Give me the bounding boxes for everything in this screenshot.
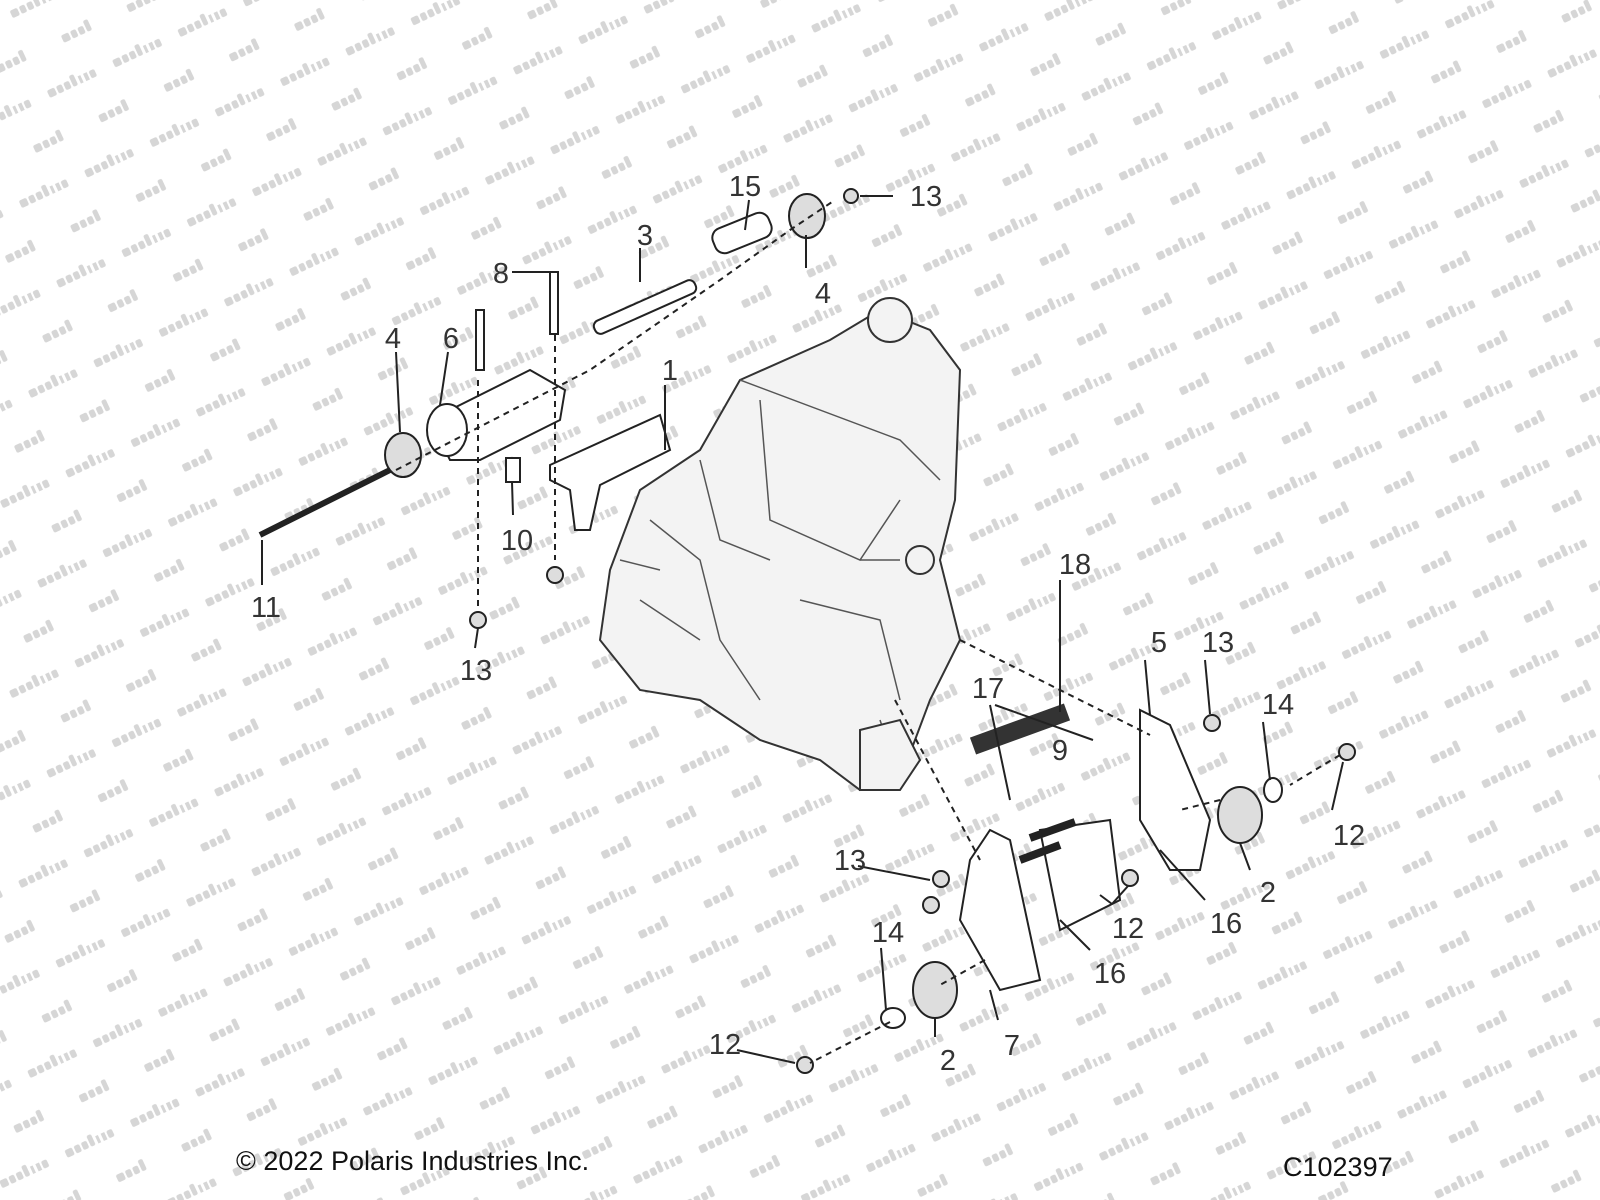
part-5-plate: [1139, 708, 1212, 871]
part-14-washer-left: [880, 1007, 906, 1029]
part-7-plate: [958, 828, 1042, 992]
callout-18: 18: [1059, 549, 1091, 581]
part-9-bolt: [1018, 841, 1062, 864]
callout-12: 12: [709, 1029, 741, 1061]
copyright-notice: © 2022 Polaris Industries Inc.: [236, 1146, 590, 1176]
part-13-nut-left: [469, 611, 487, 629]
engine-assembly: [598, 297, 962, 792]
part-8-bolt-b: [549, 271, 559, 335]
callout-7: 7: [1004, 1030, 1020, 1062]
part-12-nut-mid: [1121, 869, 1139, 887]
callout-3: 3: [637, 220, 653, 252]
part-nut-lower: [922, 896, 940, 914]
callout-16: 16: [1210, 908, 1242, 940]
callout-2: 2: [1260, 877, 1276, 909]
callout-11: 11: [251, 592, 281, 624]
callout-13: 13: [910, 181, 942, 213]
part-6-bore: [426, 403, 468, 457]
callout-12: 12: [1112, 913, 1144, 945]
callout-13: 13: [460, 655, 492, 687]
callout-17: 17: [972, 673, 1004, 705]
callout-8: 8: [493, 258, 509, 290]
part-2-mount-left: [912, 961, 958, 1019]
part-2-mount-right: [1217, 786, 1263, 844]
part-12-nut-left: [796, 1056, 814, 1074]
part-nut-bracket: [546, 566, 564, 584]
parts: [258, 188, 1356, 1074]
callout-labels: 15 13 3 4 8 4 6 1 10 11 13 18 5 13 17 14…: [251, 171, 1365, 1077]
part-3-tube: [592, 279, 698, 335]
callout-9: 9: [1052, 735, 1068, 767]
callout-13: 13: [834, 845, 866, 877]
part-13-nut-upper: [843, 188, 859, 204]
callout-12: 12: [1333, 820, 1365, 852]
callout-5: 5: [1151, 627, 1167, 659]
part-14-washer-right: [1263, 777, 1283, 803]
part-8-bolt-a: [475, 309, 485, 371]
part-1-bracket: [549, 413, 672, 531]
alignment-lines: [395, 199, 1341, 1064]
part-13-nut-right: [1203, 714, 1221, 732]
callout-10: 10: [501, 525, 533, 557]
part-4-bushing-left: [384, 432, 422, 478]
callout-4: 4: [385, 323, 401, 355]
part-15-spacer: [711, 211, 773, 255]
part-11-bolt: [258, 467, 392, 538]
callout-15: 15: [729, 171, 761, 203]
callout-1: 1: [662, 355, 678, 387]
part-13-nut-lower: [932, 870, 950, 888]
part-9-bolt-b: [1028, 818, 1077, 842]
callout-14: 14: [872, 917, 904, 949]
part-12-nut-right: [1338, 743, 1356, 761]
part-18-strip: [969, 703, 1071, 755]
part-4-bushing-upper: [788, 193, 826, 239]
callout-4: 4: [815, 278, 831, 310]
diagram-id: C102397: [1283, 1152, 1393, 1182]
callout-6: 6: [443, 323, 459, 355]
leader-lines: [261, 195, 1344, 1064]
callout-13: 13: [1202, 627, 1234, 659]
callout-16: 16: [1094, 958, 1126, 990]
callout-14: 14: [1262, 689, 1294, 721]
callout-2: 2: [940, 1045, 956, 1077]
part-10-bolt: [505, 457, 521, 483]
